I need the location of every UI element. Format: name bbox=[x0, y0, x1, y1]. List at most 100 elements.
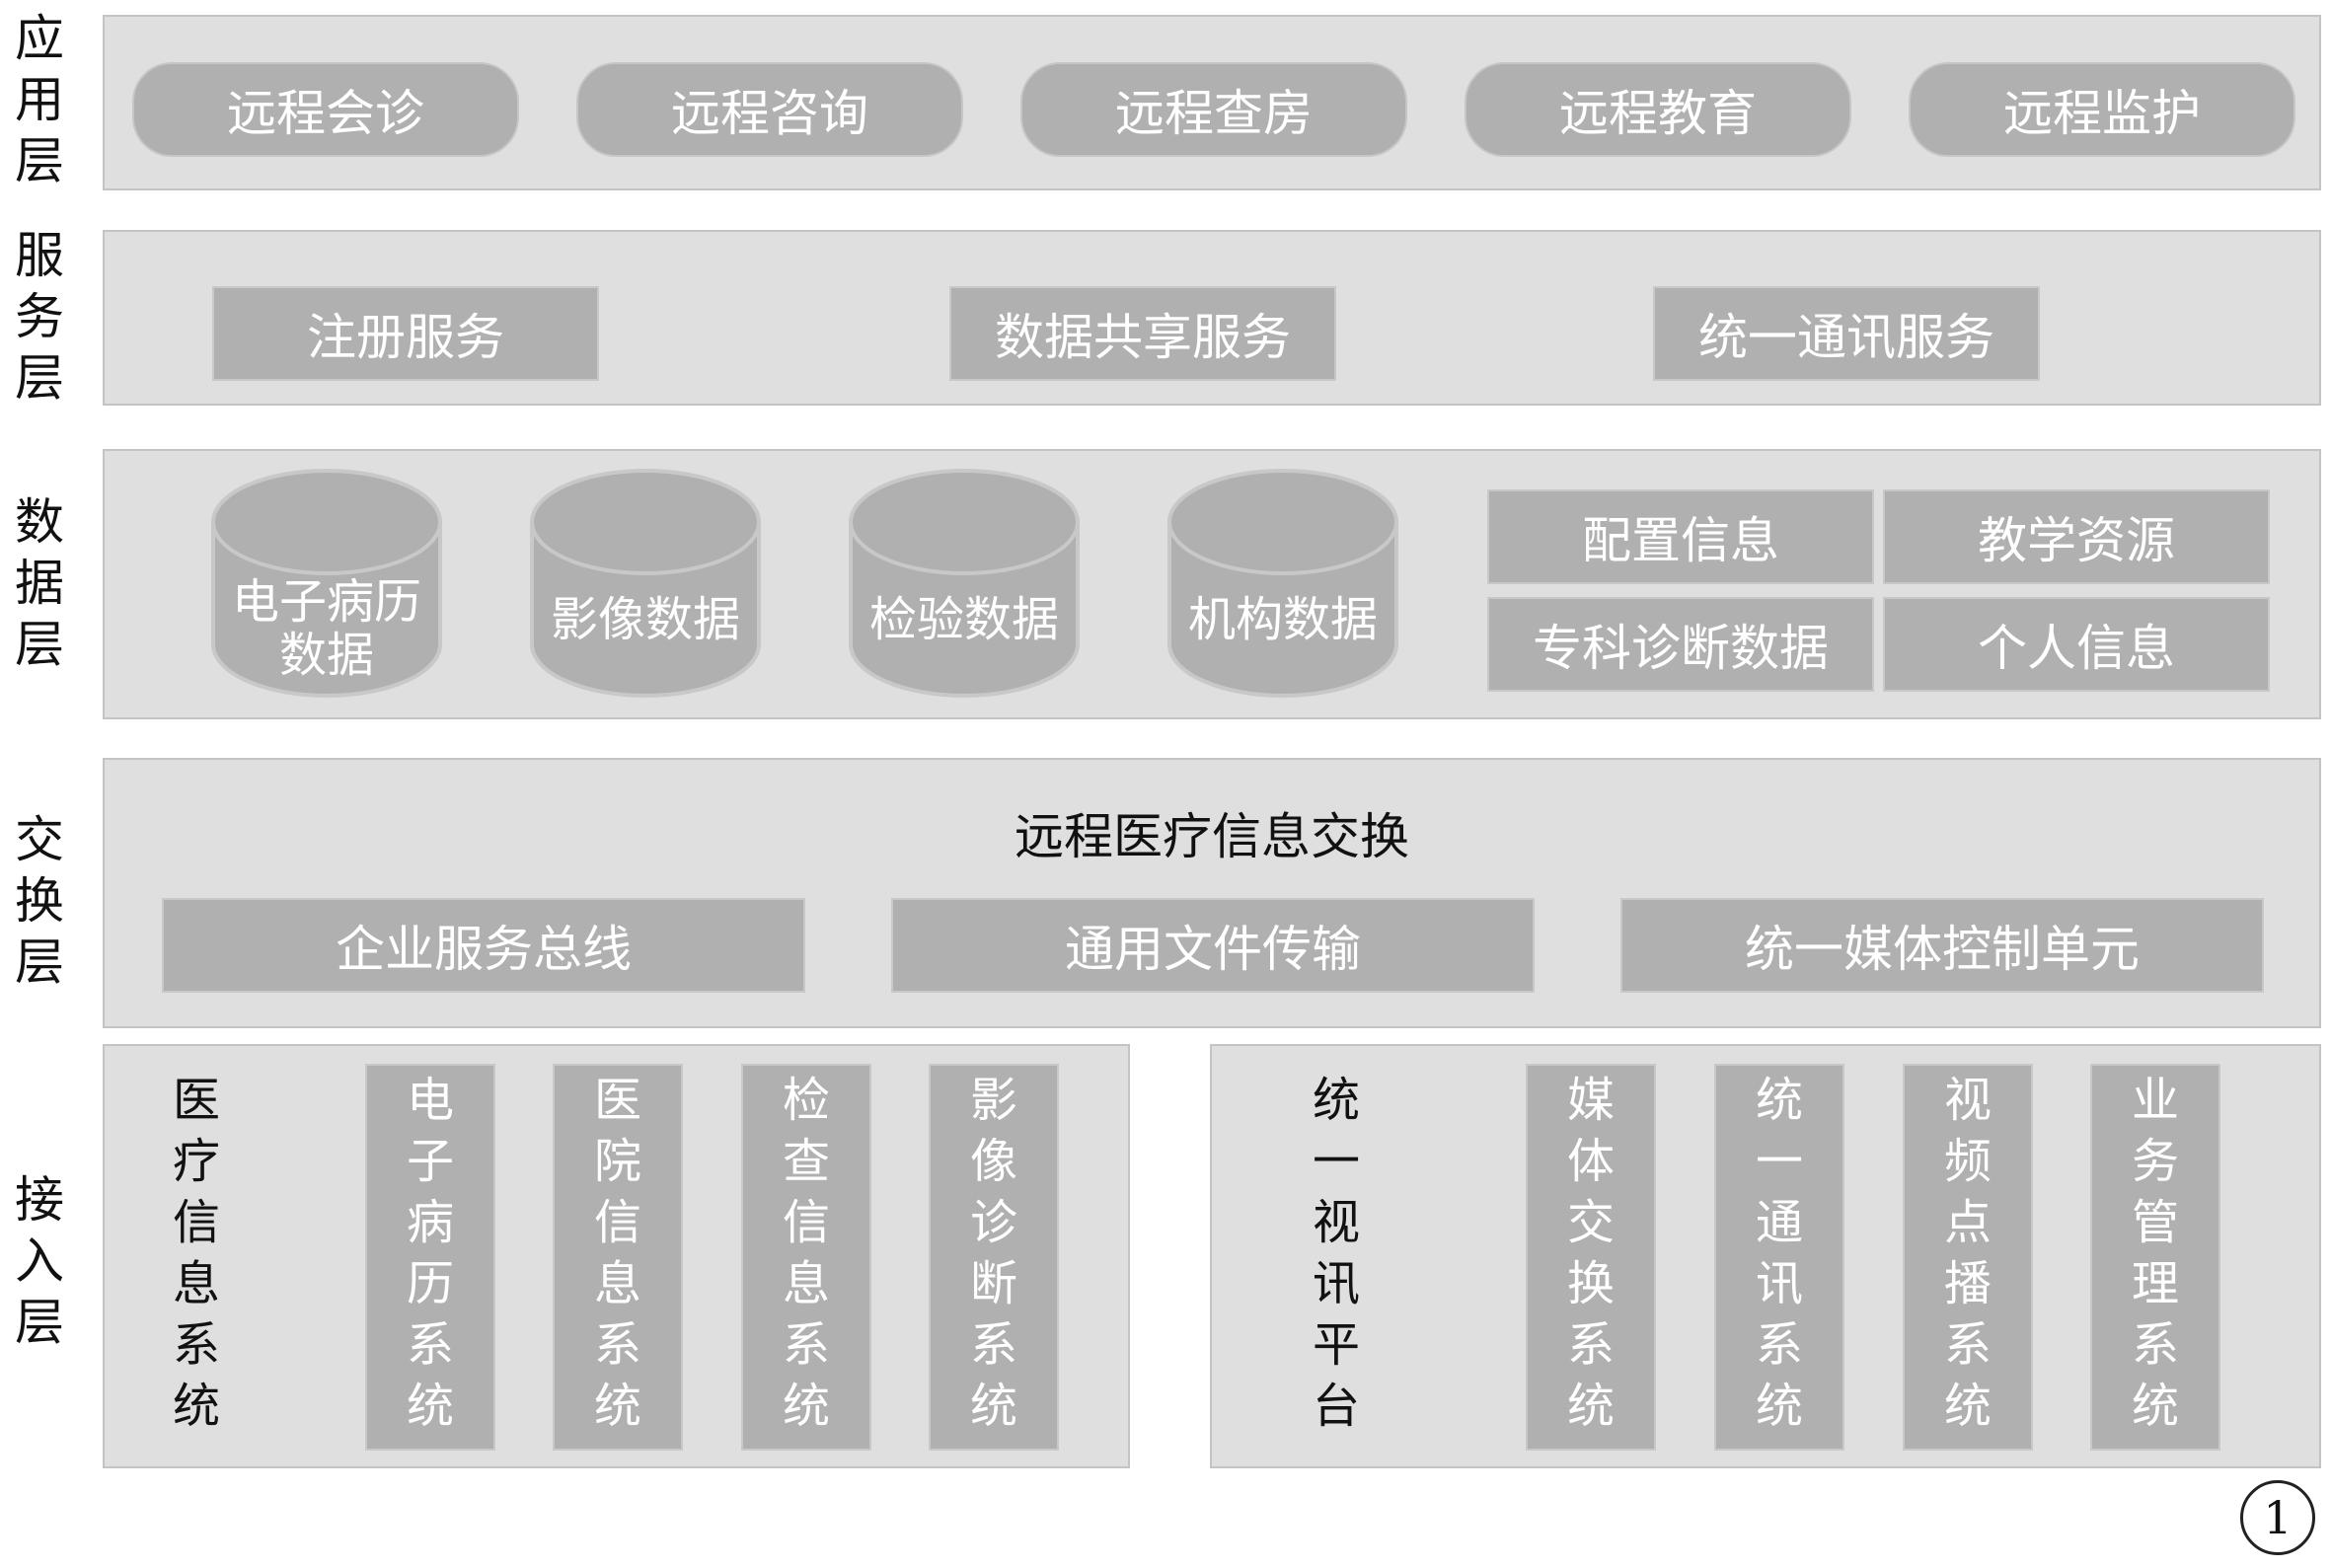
database-cylinder-icon bbox=[211, 469, 442, 698]
title-char: 统 bbox=[172, 1379, 220, 1434]
col-char: 系 bbox=[1943, 1317, 1992, 1373]
col-char: 系 bbox=[969, 1317, 1017, 1373]
imaging-diagnosis-system: 影 像 诊 断 系 统 bbox=[929, 1064, 1059, 1451]
col-char: 历 bbox=[406, 1256, 454, 1311]
col-char: 诊 bbox=[969, 1195, 1017, 1250]
title-char: 一 bbox=[1312, 1134, 1360, 1189]
title-char: 疗 bbox=[172, 1134, 220, 1189]
title-char: 台 bbox=[1312, 1379, 1360, 1434]
layer-label-application: 应 用 层 bbox=[4, 8, 75, 191]
col-char: 信 bbox=[593, 1195, 641, 1250]
col-char: 交 bbox=[1566, 1195, 1615, 1250]
col-char: 统 bbox=[2131, 1379, 2179, 1434]
title-char: 统 bbox=[1312, 1073, 1360, 1128]
col-char: 查 bbox=[782, 1134, 830, 1189]
col-char: 医 bbox=[593, 1073, 641, 1128]
col-char: 系 bbox=[406, 1317, 454, 1373]
app-item-remote-education: 远程教育 bbox=[1465, 62, 1851, 157]
data-personal-info: 个人信息 bbox=[1883, 597, 2270, 692]
app-item-remote-rounds: 远程查房 bbox=[1020, 62, 1407, 157]
emr-system: 电 子 病 历 系 统 bbox=[365, 1064, 495, 1451]
label-char: 用 bbox=[15, 71, 64, 128]
app-item-remote-inquiry: 远程咨询 bbox=[576, 62, 963, 157]
col-char: 系 bbox=[2131, 1317, 2179, 1373]
col-char: 统 bbox=[406, 1379, 454, 1434]
title-char: 讯 bbox=[1312, 1256, 1360, 1311]
exchange-item-esb: 企业服务总线 bbox=[162, 898, 805, 993]
media-exchange-system: 媒 体 交 换 系 统 bbox=[1526, 1064, 1656, 1451]
database-cylinder-icon bbox=[849, 469, 1080, 698]
label-char: 层 bbox=[15, 132, 64, 189]
col-char: 换 bbox=[1566, 1256, 1615, 1311]
label-char: 入 bbox=[15, 1232, 64, 1290]
database-cylinder-icon bbox=[530, 469, 761, 698]
col-char: 业 bbox=[2131, 1073, 2179, 1128]
col-char: 系 bbox=[593, 1317, 641, 1373]
col-char: 系 bbox=[1566, 1317, 1615, 1373]
title-char: 医 bbox=[172, 1073, 220, 1128]
title-char: 视 bbox=[1312, 1195, 1360, 1250]
col-char: 子 bbox=[406, 1134, 454, 1189]
col-char: 统 bbox=[1755, 1073, 1803, 1128]
label-char: 据 bbox=[15, 555, 64, 612]
database-label: 检验数据 bbox=[868, 592, 1059, 647]
col-char: 系 bbox=[1755, 1317, 1803, 1373]
database-cylinder-icon bbox=[1167, 469, 1398, 698]
title-char: 息 bbox=[172, 1256, 220, 1311]
col-char: 影 bbox=[969, 1073, 1017, 1128]
exam-info-system: 检 查 信 息 系 统 bbox=[741, 1064, 871, 1451]
figure-number-badge: 1 bbox=[2240, 1480, 2315, 1555]
col-char: 管 bbox=[2131, 1195, 2179, 1250]
data-teaching-resources: 教学资源 bbox=[1883, 489, 2270, 584]
label-char: 应 bbox=[15, 10, 64, 67]
col-char: 统 bbox=[969, 1379, 1017, 1434]
col-char: 像 bbox=[969, 1134, 1017, 1189]
database-label: 机构数据 bbox=[1187, 592, 1378, 647]
label-char: 换 bbox=[15, 871, 64, 930]
label-char: 层 bbox=[15, 616, 64, 673]
label-char: 层 bbox=[15, 1293, 64, 1351]
col-char: 信 bbox=[782, 1195, 830, 1250]
database-emr: 电子病历 数据 bbox=[209, 467, 444, 702]
exchange-item-media-control: 统一媒体控制单元 bbox=[1620, 898, 2264, 993]
database-lab: 检验数据 bbox=[847, 467, 1082, 702]
label-char: 服 bbox=[15, 227, 64, 284]
app-item-remote-monitoring: 远程监护 bbox=[1909, 62, 2295, 157]
col-char: 统 bbox=[593, 1379, 641, 1434]
service-item-registration: 注册服务 bbox=[212, 286, 599, 381]
col-char: 电 bbox=[406, 1073, 454, 1128]
database-label-line1: 电子病历 bbox=[231, 574, 421, 630]
layer-label-data: 数 据 层 bbox=[4, 480, 75, 687]
medical-info-system-title: 医 疗 信 息 系 统 bbox=[165, 1070, 228, 1437]
unified-video-platform-title: 统 一 视 讯 平 台 bbox=[1305, 1070, 1368, 1437]
col-char: 断 bbox=[969, 1256, 1017, 1311]
label-char: 务 bbox=[15, 288, 64, 345]
col-char: 频 bbox=[1943, 1134, 1992, 1189]
database-institution: 机构数据 bbox=[1166, 467, 1400, 702]
business-management-system: 业 务 管 理 系 统 bbox=[2090, 1064, 2220, 1451]
database-label-line2: 数据 bbox=[278, 628, 374, 683]
col-char: 务 bbox=[2131, 1134, 2179, 1189]
title-char: 信 bbox=[172, 1195, 220, 1250]
col-char: 点 bbox=[1943, 1195, 1992, 1250]
col-char: 检 bbox=[782, 1073, 830, 1128]
col-char: 理 bbox=[2131, 1256, 2179, 1311]
service-item-data-sharing: 数据共享服务 bbox=[949, 286, 1336, 381]
video-on-demand-system: 视 频 点 播 系 统 bbox=[1903, 1064, 2033, 1451]
col-char: 统 bbox=[1755, 1379, 1803, 1434]
label-char: 数 bbox=[15, 493, 64, 551]
label-char: 层 bbox=[15, 933, 64, 991]
layer-label-exchange: 交 换 层 bbox=[4, 799, 75, 1002]
app-item-remote-consultation: 远程会诊 bbox=[132, 62, 519, 157]
layer-label-access: 接 入 层 bbox=[4, 1159, 75, 1362]
col-char: 病 bbox=[406, 1195, 454, 1250]
label-char: 接 bbox=[15, 1170, 64, 1229]
service-item-unified-communication: 统一通讯服务 bbox=[1653, 286, 2040, 381]
col-char: 通 bbox=[1755, 1195, 1803, 1250]
col-char: 息 bbox=[782, 1256, 830, 1311]
title-char: 系 bbox=[172, 1317, 220, 1373]
data-config-info: 配置信息 bbox=[1487, 489, 1874, 584]
col-char: 统 bbox=[1943, 1379, 1992, 1434]
unified-communication-system: 统 一 通 讯 系 统 bbox=[1714, 1064, 1844, 1451]
data-specialist-diagnosis: 专科诊断数据 bbox=[1487, 597, 1874, 692]
